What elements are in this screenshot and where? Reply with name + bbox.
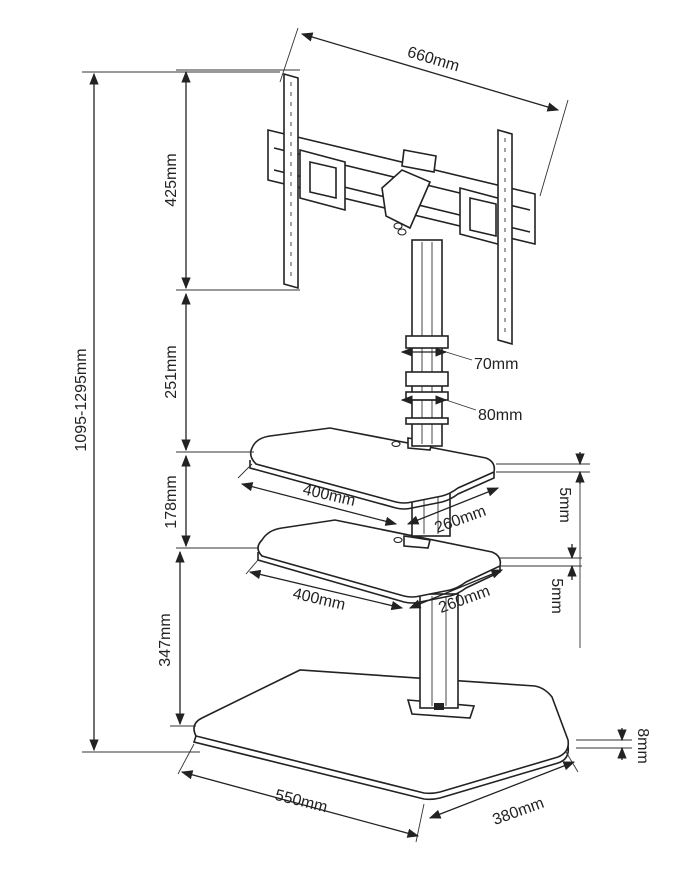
label-upper-gap: 251mm (163, 345, 180, 398)
label-total-height: 1095-1295mm (73, 348, 90, 451)
label-shelf2-thickness: 5mm (548, 578, 565, 614)
base-plate (192, 669, 570, 801)
stand-drawing (192, 72, 570, 801)
upper-shelf (249, 427, 496, 510)
lower-pole (406, 593, 476, 719)
upper-pole (405, 239, 449, 447)
left-rail (283, 72, 299, 290)
label-mount-width: 660mm (405, 44, 461, 75)
label-pole-inner: 80mm (478, 407, 522, 424)
vesa-bracket (267, 128, 536, 248)
label-mount-height: 425mm (163, 153, 180, 206)
right-rail (497, 128, 513, 346)
label-shelf1-thickness: 5mm (556, 487, 573, 523)
label-base-depth: 380mm (490, 795, 546, 829)
label-pole-outer: 70mm (474, 356, 518, 373)
label-shelf2-width: 400mm (291, 585, 347, 614)
label-shelf-gap: 178mm (163, 475, 180, 528)
label-bottom-gap: 347mm (157, 613, 174, 666)
label-base-thickness: 8mm (634, 728, 651, 764)
dimension-lines (82, 27, 632, 843)
label-base-width: 550mm (273, 787, 329, 816)
